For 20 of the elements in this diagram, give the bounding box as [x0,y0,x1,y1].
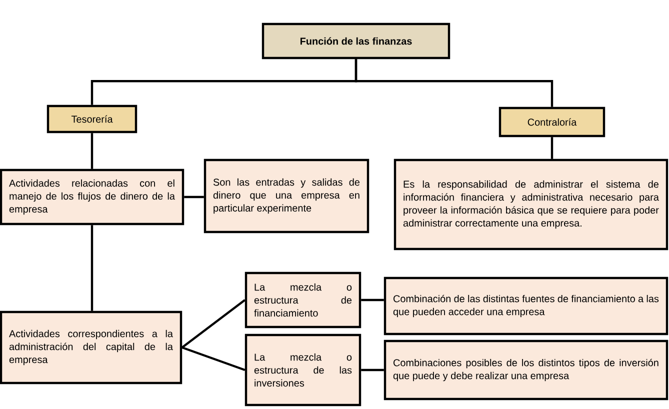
connector-line [182,346,246,372]
text-box: Actividades relacionadas con el manejo de los flujos de dinero de la empresa [0,168,184,226]
text-box: Son las entradas y salidas de dinero que una empresa en particular experimente [204,158,370,234]
text-box: Combinaciones posibles de los distintos tipos de inversión que puede y debe realizar una empresa [384,340,668,400]
text-box: Es la responsabilidad de administrar el sistema de información financiera y administrativa necesario para proveer la información básica que se requiere para poder administrar correctamente una empresa. [394,158,668,250]
text-box: La mezcla o estructura de financiamiento [244,272,362,328]
heading-box: Contraloría [498,106,606,138]
connector-line [361,298,384,302]
text-box: La mezcla o estructura de las inversiones [244,334,362,406]
title-box: Función de las finanzas [262,22,450,60]
connector-line [184,196,204,198]
connector-line [354,59,554,107]
connector-line [181,299,246,348]
text-box: Actividades correspondientes a la administración del capital de la empresa [0,310,182,384]
connector-line [90,133,94,169]
connector-line [550,137,554,159]
connector-line [90,225,94,311]
text-box: Combinación de las distintas fuentes de financiamiento a las que pueden acceder una empresa [384,276,668,336]
connector-line [361,368,384,372]
heading-box: Tesorería [46,104,138,134]
